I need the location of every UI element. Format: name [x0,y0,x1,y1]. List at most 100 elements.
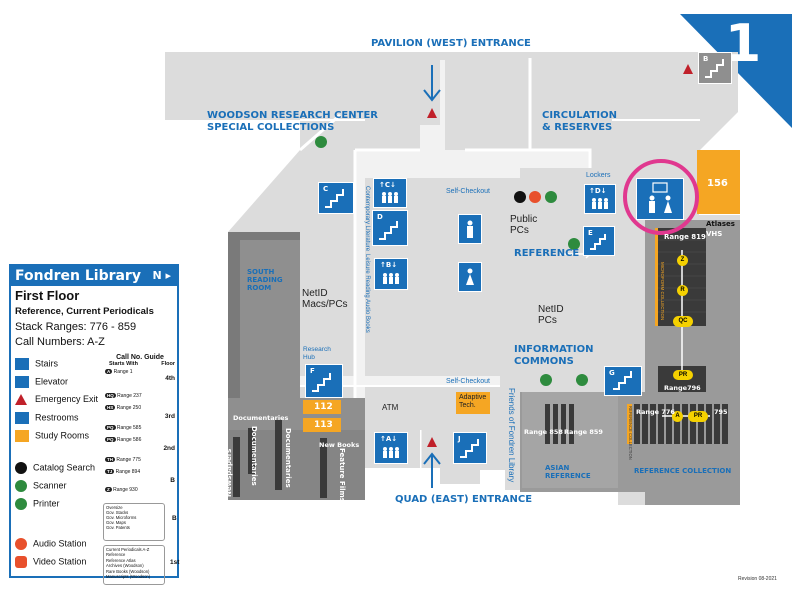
shelf-feature-films [320,438,327,498]
audio-station-icon [15,538,27,550]
stairs-d-icon: D [372,210,408,246]
ref-collection-stacks [634,404,728,444]
marker-qc: QC [673,316,693,327]
guide-floor: 4th [165,375,175,382]
printer-icon [568,238,580,250]
reference-collection-label: REFERENCE COLLECTION [634,467,732,475]
guide-row: HQ Range 237 [105,393,142,399]
public-pcs-label-2: PCs [510,225,529,236]
self-checkout-label: Self-Checkout [446,188,490,195]
info-commons-label: INFORMATION [514,344,594,355]
legend-elevator: Elevator [15,376,68,388]
woodson-label-2: SPECIAL COLLECTIONS [207,122,335,133]
legend-subtitle: Reference, Current Periodicals [15,306,154,317]
elevator-icon [15,376,29,388]
legend-audio: Audio Station [15,538,87,550]
guide-row: PQ Range 585 [105,425,142,431]
legend-study: Study Rooms [15,430,89,442]
south-reading-label-2: READING [247,276,283,284]
emergency-exit-icon [15,394,27,406]
netid-pcs-label: NetID [538,304,564,315]
guide-row: TH Range 775 [105,457,141,463]
stairs-b-icon: B [698,52,732,84]
adaptive-tech-label-2: Tech. [459,402,476,409]
range-819-label: Range 819 [664,233,706,241]
marker-a: A [672,411,683,422]
range-795-label: 795 [714,408,728,416]
south-reading-label: SOUTH [247,268,275,276]
legend-title: Fondren Library [15,268,141,284]
marker-pr-2: PR [688,411,708,422]
legend-scanner: Scanner [15,480,67,492]
guide-floor-header: Floor [161,361,175,367]
vhs-label: VHS [706,230,723,238]
netid-pcs-label-2: PCs [538,315,557,326]
stairs-j-icon: J [453,432,487,464]
documentaries-label: Documentaries [233,414,289,422]
public-pcs-label: Public [510,214,538,225]
restroom-icon [458,262,482,292]
asian-stacks [545,404,574,444]
info-commons-label-2: COMMONS [514,356,574,367]
corridor [355,125,590,470]
ref-collection-vertical-label-bar [627,404,632,444]
floor-number-badge: 1 [725,14,762,74]
printer-icon [576,374,588,386]
adaptive-tech-label: Adaptive [459,394,487,401]
you-are-here-circle [623,159,699,235]
atlases-label: Atlases [706,220,735,228]
guide-floor: 3rd [164,413,175,420]
netid-macs-label: NetID [302,288,328,299]
marker-z: Z [677,255,688,266]
study-room-112 [303,400,341,414]
ref-col-vertical-label: REFERENCE COLLECTION [628,406,633,460]
east-entrance-arrow [423,452,441,465]
legend-panel: Fondren Library N ▸ First Floor Referenc… [9,264,179,585]
guide-row: A Range 1 [105,369,133,375]
research-hub-label: Research [303,346,331,353]
scanner-icon [315,136,327,148]
legend-stack-ranges: Stack Ranges: 776 - 859 [15,321,137,333]
adaptive-tech-room [456,392,490,414]
legend-emergency: Emergency Exit [15,394,98,406]
room-112-label: 112 [314,402,333,412]
guide-starts-with: Starts With [109,361,138,367]
study-room-156 [697,150,740,214]
video-station-icon [15,556,27,568]
east-entrance-label: QUAD (EAST) ENTRANCE [395,494,533,505]
accessible-restroom-icon [636,178,684,220]
elevator-d-icon: ↑D↓ [584,184,616,214]
west-entrance-label: PAVILION (WEST) ENTRANCE [371,38,531,49]
printer-icon [540,374,552,386]
elevator-c-icon: ↑C↓ [373,178,407,208]
range-858-label: Range 858 [524,428,563,436]
circulation-label: CIRCULATION [542,110,617,121]
room-156-label: 156 [707,178,728,189]
west-entrance-arrow [423,89,441,102]
scanner-icon [545,191,557,203]
emergency-exit-icon [427,108,437,118]
asian-reference-label: ASIAN [545,464,570,472]
microform-vertical-label: MICROFORM COLLECTION [660,262,665,321]
restroom-icon [15,412,29,424]
catalog-search-icon [15,462,27,474]
marker-r: R [677,285,688,296]
netid-macs-label-2: Macs/PCs [302,299,348,310]
range-859-label: Range 859 [564,428,603,436]
south-reading-label-3: ROOM [247,284,272,292]
printer-icon [15,498,27,510]
reference-label: REFERENCE [514,248,580,259]
elevator-b-icon: ↑B↓ [374,258,408,290]
legend-video: Video Station [15,556,86,568]
legend-restrooms: Restrooms [15,412,79,424]
guide-title: Call No. Guide [116,354,164,361]
legend-stairs: Stairs [15,358,58,370]
catalog-search-icon [514,191,526,203]
stairs-icon [15,358,29,370]
stairs-e-icon: E [583,226,615,256]
elevator-a-icon: ↑A↓ [374,432,408,464]
shelf-newspapers [233,437,240,497]
legend-printer: Printer [15,498,60,510]
guide-oversize-floor: B [172,515,177,522]
